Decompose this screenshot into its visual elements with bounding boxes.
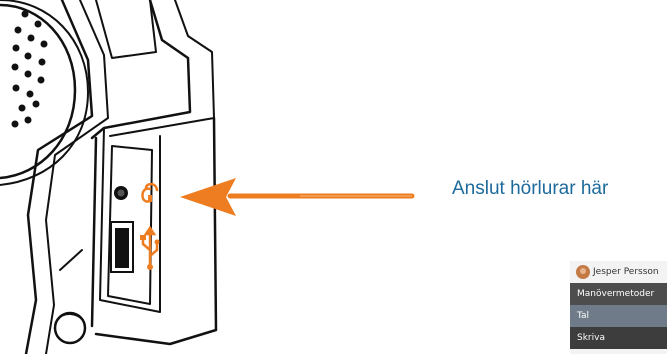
menu-item-label: Skriva: [577, 333, 605, 343]
menu-item-label: Tal: [577, 311, 589, 321]
headphone-icon: [143, 184, 158, 202]
menu-item-skriva[interactable]: Skriva: [570, 327, 667, 349]
usb-icon: [140, 228, 160, 270]
headphone-jack-port: [114, 186, 128, 200]
avatar: [576, 265, 590, 279]
user-name: Jesper Persson: [593, 267, 659, 277]
menu-item-manovermetoder[interactable]: Manövermetoder: [570, 283, 667, 305]
user-header[interactable]: Jesper Persson: [570, 261, 667, 283]
menu-item-tal[interactable]: Tal: [570, 305, 667, 327]
menu-item-label: Manövermetoder: [577, 289, 654, 299]
device-knob: [55, 313, 85, 343]
connect-headphones-caption: Anslut hörlurar här: [452, 178, 608, 200]
usb-port: [111, 222, 133, 272]
menu-panel: Jesper Persson Manövermetoder Tal Skriva: [570, 261, 667, 354]
